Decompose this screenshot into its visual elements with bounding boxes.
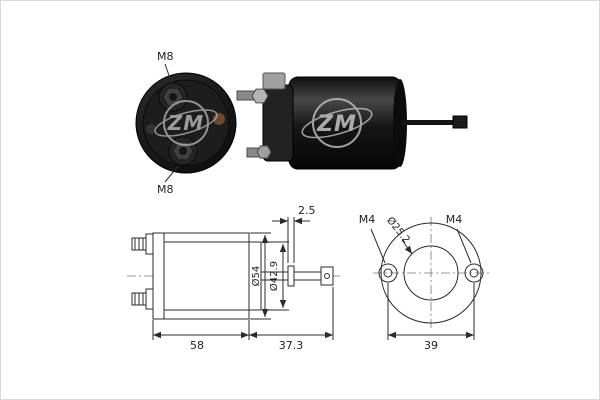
copper-contact bbox=[213, 113, 225, 125]
leader-m8-top bbox=[164, 63, 173, 85]
brand-watermark-front: ZM bbox=[154, 100, 218, 146]
terminal-stud-bottom-section bbox=[131, 288, 154, 310]
face-terminal-right bbox=[464, 263, 484, 283]
watermark-text-side: ZM bbox=[316, 112, 357, 137]
dim-plunger-length-label: 37.3 bbox=[279, 339, 304, 352]
dimension-inner-diameter: Ø42.9 bbox=[262, 241, 289, 311]
drawing-side-section: 2.5 Ø54 Ø42.9 58 37.3 bbox=[127, 204, 343, 352]
dimension-plunger-length: 37.3 bbox=[249, 287, 334, 352]
solenoid-body-outline bbox=[152, 232, 250, 320]
terminal-stud-top-section bbox=[131, 233, 154, 255]
watermark-text-front: ZM bbox=[167, 111, 204, 135]
leader-m8-bottom bbox=[164, 164, 180, 183]
label-m4-right: M4 bbox=[446, 213, 463, 226]
terminal-bolt-top bbox=[158, 82, 188, 112]
drawing-front-face: M4 M4 Ø25.2 39 bbox=[359, 213, 489, 352]
dim-bore-label: Ø25.2 bbox=[384, 215, 412, 246]
label-m8-bottom: M8 bbox=[157, 183, 174, 196]
dim-terminal-span-label: 39 bbox=[424, 339, 438, 352]
dim-inner-diameter-label: Ø42.9 bbox=[268, 261, 280, 291]
dimension-terminal-span: 39 bbox=[387, 283, 475, 352]
leader-m4-left bbox=[370, 228, 386, 264]
stud-lower bbox=[246, 145, 272, 159]
stud-upper bbox=[236, 88, 269, 104]
label-m8-top: M8 bbox=[157, 50, 174, 63]
rod-collar bbox=[287, 265, 295, 287]
dim-outer-diameter-label: Ø54 bbox=[250, 266, 262, 287]
leader-bore bbox=[401, 239, 413, 255]
dimension-body-length: 58 bbox=[152, 320, 250, 352]
rod-fork bbox=[320, 266, 334, 286]
body-end-cap bbox=[393, 79, 407, 167]
dimension-collar: 2.5 bbox=[272, 204, 316, 263]
dimension-outer-diameter: Ø54 bbox=[250, 232, 271, 320]
photo-side-view: ZM bbox=[236, 72, 468, 170]
dim-collar-label: 2.5 bbox=[298, 204, 316, 217]
face-outer-circle bbox=[380, 222, 482, 324]
label-m4-left: M4 bbox=[359, 213, 376, 226]
face-terminal-left bbox=[378, 263, 398, 283]
fork-pin-hole bbox=[324, 273, 330, 279]
mount-bracket bbox=[262, 72, 286, 90]
plunger-rod-photo bbox=[401, 120, 455, 125]
face-bore-circle bbox=[403, 245, 459, 301]
leader-m4-right bbox=[456, 228, 472, 264]
photo-front-view: ZM M8 M8 bbox=[135, 50, 237, 196]
dim-body-length-label: 58 bbox=[190, 339, 204, 352]
plunger-tip-photo bbox=[452, 115, 468, 129]
face-detail bbox=[146, 124, 156, 134]
brand-watermark-side: ZM bbox=[301, 98, 373, 148]
